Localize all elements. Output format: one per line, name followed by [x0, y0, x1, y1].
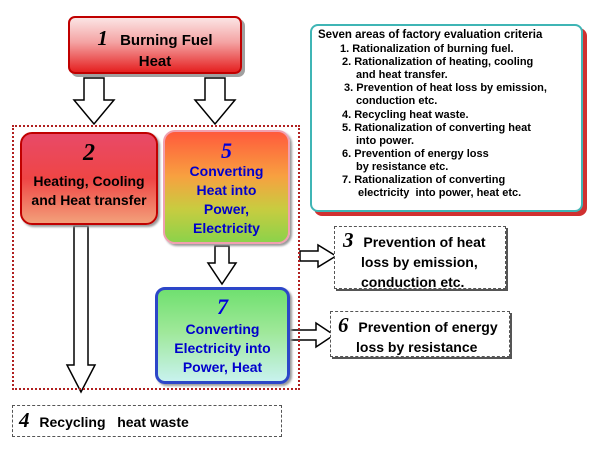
burning-fuel-box: 1 Burning Fuel Heat — [68, 16, 242, 74]
box-number-7: 7 — [217, 294, 228, 319]
label-line: 6 Prevention of energy — [338, 315, 509, 337]
label-line: loss by resistance — [356, 339, 478, 355]
label-line: loss by emission, — [361, 254, 478, 270]
burning-fuel-subtitle: Heat — [138, 53, 172, 70]
arrow-box7-to-box6 — [287, 321, 336, 349]
box-number-6: 6 — [338, 313, 349, 337]
box-number-4: 4 — [19, 408, 30, 432]
criteria-item-continuation: into power. — [356, 134, 415, 147]
arrow-box2-to-box4 — [65, 225, 97, 394]
heating-cooling-box: 2 Heating, Cooling and Heat transfer — [20, 132, 158, 225]
label-line: Electricity — [193, 220, 260, 236]
criteria-item-continuation: and heat transfer. — [356, 69, 448, 82]
criteria-title: Seven areas of factory evaluation criter… — [318, 29, 543, 41]
criteria-item-continuation: conduction etc. — [356, 95, 438, 108]
label-text: Prevention of energy — [358, 319, 498, 335]
burning-fuel-title: Burning Fuel — [120, 32, 213, 49]
criteria-item: 1. Rationalization of burning fuel. — [340, 43, 514, 56]
converting-heat-box: 5 Converting Heat into Power, Electricit… — [163, 130, 290, 244]
box-number-2: 2 — [83, 140, 95, 166]
label-line: Electricity into — [174, 340, 271, 356]
criteria-item: 4. Recycling heat waste. — [342, 108, 469, 121]
arrow-box1-to-box5 — [193, 77, 237, 126]
criteria-item: 6. Prevention of energy loss — [342, 147, 489, 160]
recycling-heat-waste-box: 4 Recycling heat waste — [12, 405, 282, 437]
arrow-box5-to-box7 — [206, 245, 238, 286]
prevention-energy-loss-box: 6 Prevention of energy loss by resistanc… — [330, 311, 510, 357]
criteria-item-continuation: by resistance etc. — [356, 160, 449, 173]
evaluation-group-region — [12, 125, 300, 390]
label-line: Power, Heat — [182, 359, 263, 375]
label-line: Converting — [189, 163, 264, 179]
box-number-5: 5 — [221, 138, 232, 163]
arrow-box1-to-box2 — [72, 77, 116, 126]
converting-electricity-label: Converting Electricity into Power, Heat — [158, 320, 287, 377]
converting-heat-label: Converting Heat into Power, Electricity — [165, 162, 288, 238]
label-line: and Heat transfer — [31, 192, 147, 208]
criteria-item: 2. Rationalization of heating, cooling — [342, 56, 534, 69]
criteria-item: 3. Prevention of heat loss by emission, — [344, 82, 547, 95]
box-number-3: 3 — [343, 228, 354, 252]
label-line: 3 Prevention of heat — [343, 230, 505, 252]
label-line: conduction etc. — [361, 274, 465, 290]
arrow-box5-to-box3 — [299, 243, 338, 269]
criteria-item: 5. Rationalization of converting heat — [342, 121, 531, 134]
heating-cooling-label: Heating, Cooling and Heat transfer — [22, 172, 156, 210]
label-line: Heating, Cooling — [33, 173, 145, 189]
label-line: Heat into — [196, 182, 257, 198]
recycling-label: Recycling heat waste — [39, 414, 189, 430]
prevention-heat-loss-box: 3 Prevention of heat loss by emission, c… — [334, 226, 506, 290]
evaluation-criteria-panel: Seven areas of factory evaluation criter… — [310, 24, 583, 212]
box-number-1: 1 — [97, 26, 108, 50]
converting-electricity-box: 7 Converting Electricity into Power, Hea… — [155, 287, 290, 384]
label-line: Power, — [203, 201, 250, 217]
burning-fuel-title-row: 1 Burning Fuel — [70, 26, 240, 51]
label-line: Converting — [185, 321, 260, 337]
criteria-item: 7. Rationalization of converting — [342, 174, 506, 187]
label-text: Prevention of heat — [363, 234, 486, 250]
criteria-item-continuation: electricity into power, heat etc. — [358, 187, 522, 200]
